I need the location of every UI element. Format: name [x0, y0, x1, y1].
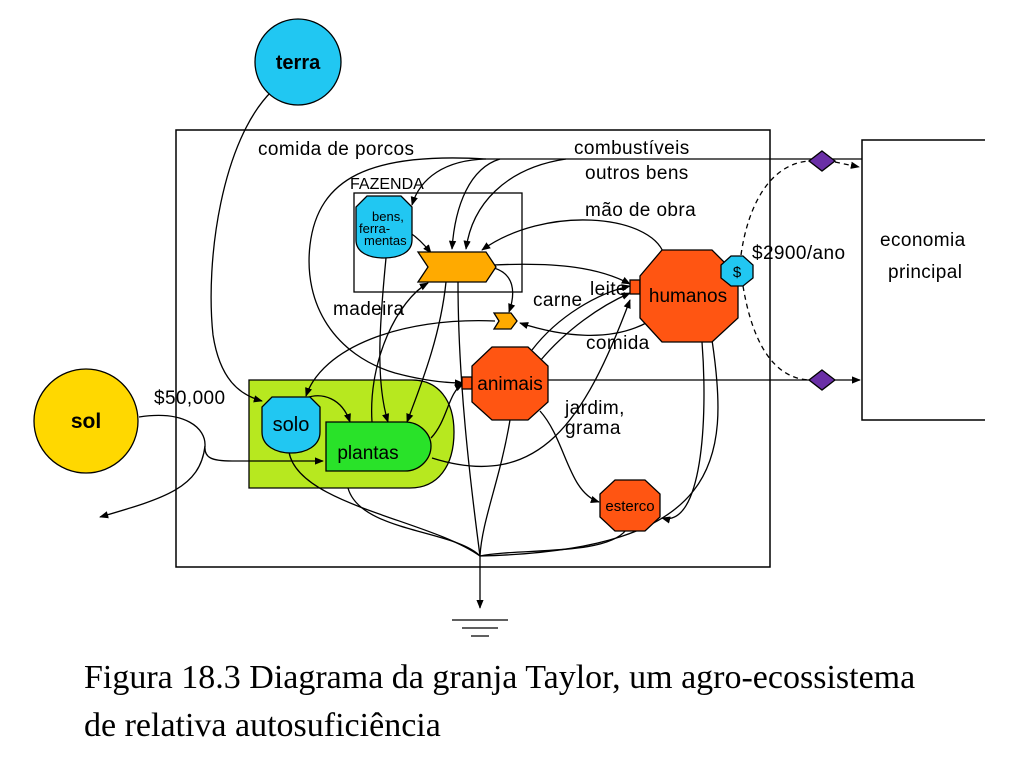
flow-label-carne: carne	[533, 290, 583, 311]
flow-label-jardim: jardim,	[564, 398, 625, 419]
flow-interaction-to-humanos	[492, 263, 631, 285]
terra-label: terra	[276, 52, 321, 74]
heat-sink-symbol	[452, 619, 508, 637]
money-flow-to-economia	[834, 161, 860, 169]
flow-interaction-to-ground	[457, 281, 481, 557]
economia-label-line-1: economia	[880, 230, 966, 251]
money-flow-to-bottom-transaction	[742, 285, 810, 381]
money-storage	[720, 255, 754, 287]
flow-jardim-grama	[539, 410, 600, 503]
plantas-label: plantas	[337, 443, 398, 464]
top-transaction-diamond	[807, 150, 837, 172]
flow-animais-to-ground	[479, 419, 511, 557]
fazenda-label: FAZENDA	[350, 176, 424, 193]
bens-label-line-3: mentas	[364, 233, 407, 248]
animais-input-notch	[461, 376, 473, 390]
flow-label-outros-bens: outros bens	[585, 163, 689, 184]
flow-madeira	[371, 282, 429, 423]
flow-label-renda: $2900/ano	[752, 243, 845, 264]
flow-small-interaction-to-solo	[305, 320, 496, 397]
fazenda-subsystem-box	[353, 192, 523, 293]
flow-terra-to-solo	[210, 90, 273, 403]
flow-interaction-to-small-interaction	[493, 267, 516, 313]
flow-plantas-to-animais	[430, 383, 464, 439]
solo-storage-tank	[261, 396, 321, 454]
flow-inputs-to-bens	[410, 158, 487, 206]
flow-comida	[519, 321, 649, 336]
solo-label: solo	[273, 414, 310, 436]
flow-label-leite: leite	[590, 279, 627, 300]
flow-label-grama: grama	[565, 418, 621, 439]
flow-sol-unused	[99, 445, 206, 519]
flow-carne	[539, 292, 631, 362]
plantas-producer	[325, 421, 432, 472]
economia-label-line-2: principal	[888, 262, 962, 283]
flow-plantas-to-humanos	[431, 299, 631, 468]
flow-label-mao-de-obra: mão de obra	[585, 200, 696, 221]
bens-storage-tank	[355, 195, 413, 259]
figure-caption-line-1: Figura 18.3 Diagrama da granja Taylor, u…	[84, 659, 916, 696]
flow-inputs-to-interaction-a	[448, 158, 501, 250]
flow-esterco-to-ground	[479, 529, 627, 557]
flow-leite	[531, 284, 631, 351]
small-interaction-symbol	[492, 312, 518, 330]
economia-boundary	[861, 139, 985, 421]
flow-label-combustiveis: combustíveis	[574, 138, 690, 159]
bottom-transaction-diamond	[807, 369, 837, 391]
sol-source-circle	[33, 368, 139, 474]
money-label: $	[733, 264, 742, 281]
animais-consumer	[471, 346, 549, 421]
esterco-label: esterco	[605, 498, 654, 515]
terra-source-circle	[254, 18, 342, 106]
money-flow-to-top-transaction	[740, 160, 810, 256]
flow-lines	[99, 90, 862, 609]
energy-systems-diagram: terra sol FAZENDA bens, ferra- mentas so…	[33, 18, 985, 637]
sol-label: sol	[71, 410, 101, 433]
bens-label-line-2: ferra-	[359, 221, 390, 236]
flow-humanos-to-ground	[479, 339, 719, 557]
animais-label: animais	[477, 374, 542, 395]
flow-comida-de-porcos	[308, 157, 487, 387]
flow-inputs-to-interaction-b	[463, 158, 567, 250]
esterco-consumer	[599, 479, 661, 532]
flow-bens-to-plantas	[379, 257, 390, 423]
flow-label-energia-solar: $50,000	[154, 388, 225, 409]
figure-caption-line-2: de relativa autosuficiência	[84, 707, 441, 744]
flow-label-comida: comida	[586, 333, 650, 354]
interaction-symbol	[416, 251, 497, 283]
flow-sol-to-plantas	[138, 414, 324, 465]
humanos-input-notch	[629, 279, 641, 295]
flow-humanos-to-esterco	[661, 341, 705, 524]
flow-label-comida-de-porcos: comida de porcos	[258, 139, 414, 160]
flow-mao-de-obra	[481, 219, 665, 255]
bens-label-line-1: bens,	[372, 209, 404, 224]
flow-plantas-to-ground	[347, 487, 481, 557]
humanos-label: humanos	[649, 286, 727, 307]
farm-system-boundary	[175, 129, 771, 568]
flow-interaction-to-plantas	[406, 281, 447, 423]
flow-label-madeira: madeira	[333, 299, 404, 320]
humanos-consumer	[639, 249, 739, 343]
